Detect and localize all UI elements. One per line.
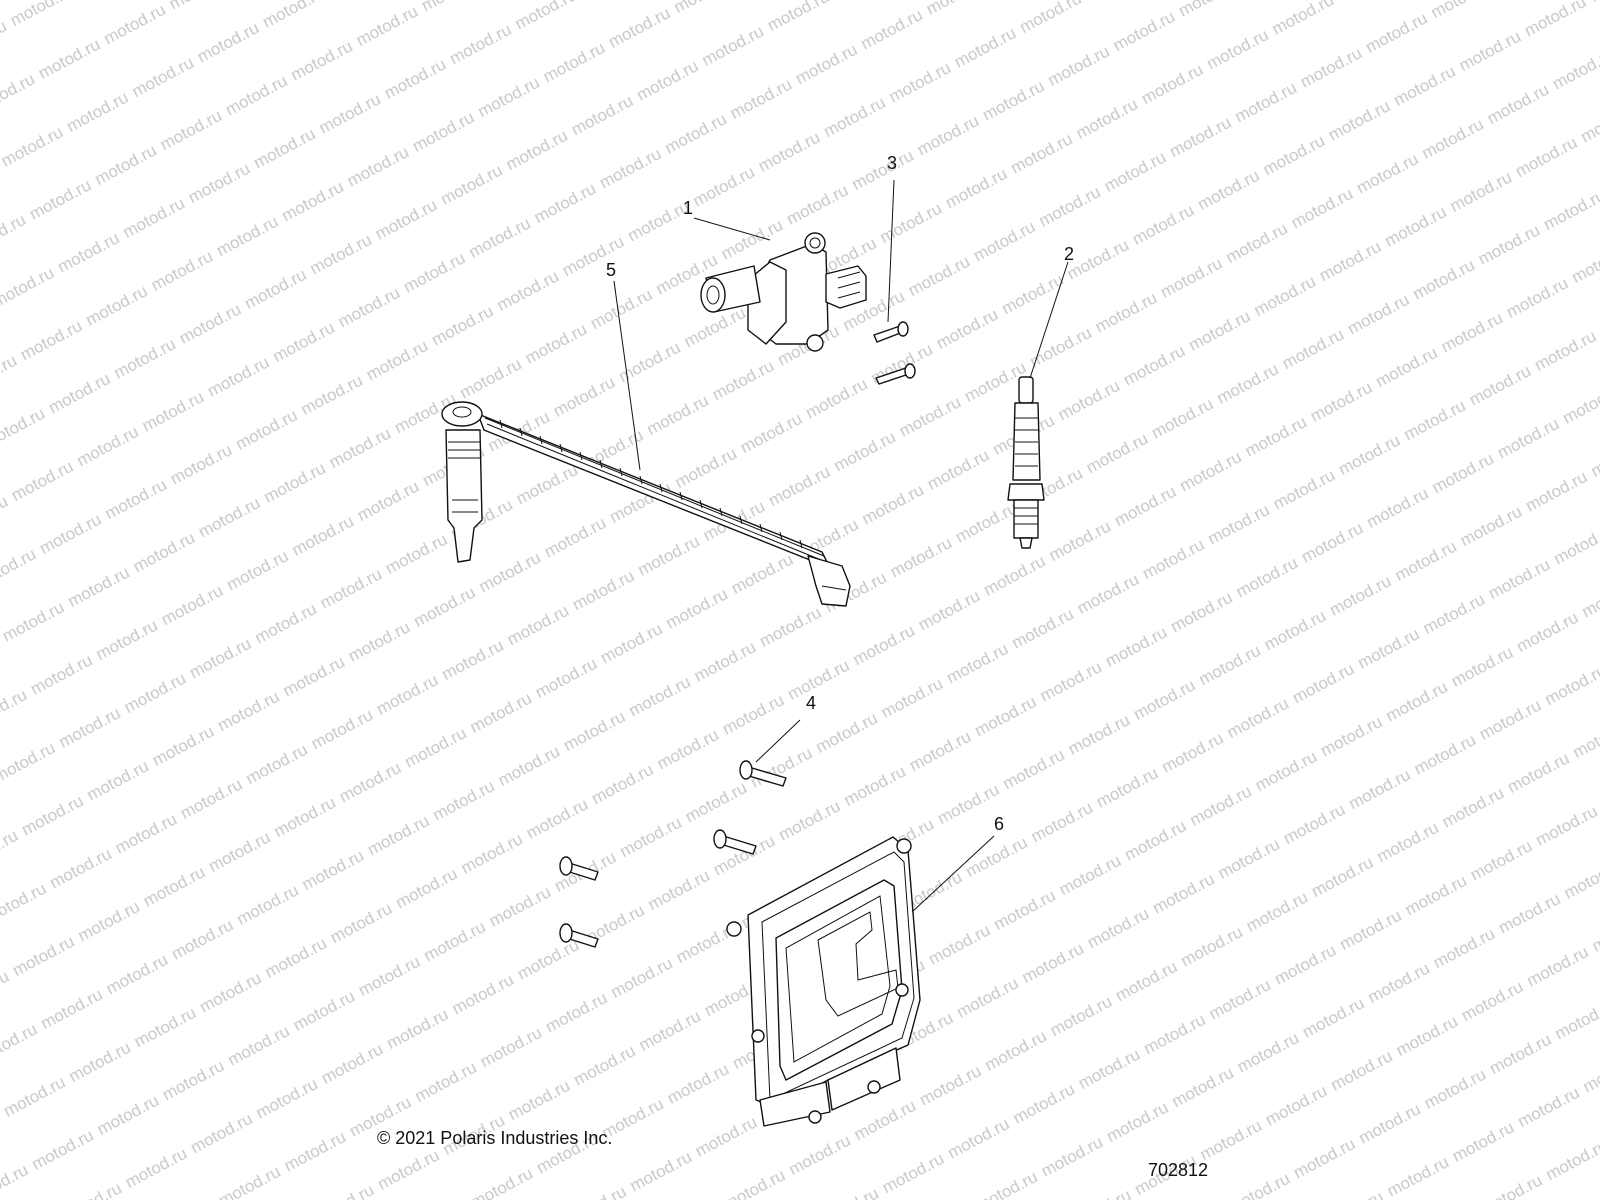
callout-leader-1 [693,217,771,241]
callout-leader-6 [911,835,995,913]
callout-leader-5 [613,280,641,471]
callout-leader-4 [755,719,801,763]
callout-2: 2 [1064,244,1074,264]
ecu-bolt [559,923,599,948]
ecu-bolt [559,856,599,881]
callout-3: 3 [887,153,897,173]
ecu-bolt [713,829,757,855]
coil-bolt-lower [875,363,916,385]
ecu-bolt [739,760,787,787]
ecu-module [726,836,921,1127]
callout-leader-2 [1029,261,1069,379]
spark-plug-wire [441,401,851,607]
coil-bolt-upper [873,321,909,343]
figure-number: 702812 [1148,1160,1209,1180]
callout-leader-3 [887,179,895,323]
callout-5: 5 [606,260,616,280]
callout-1: 1 [683,198,693,218]
ignition-coil [700,232,867,352]
callout-6: 6 [994,814,1004,834]
callout-4: 4 [806,693,816,713]
spark-plug [1007,376,1045,549]
copyright-notice: © 2021 Polaris Industries Inc. [377,1128,613,1148]
